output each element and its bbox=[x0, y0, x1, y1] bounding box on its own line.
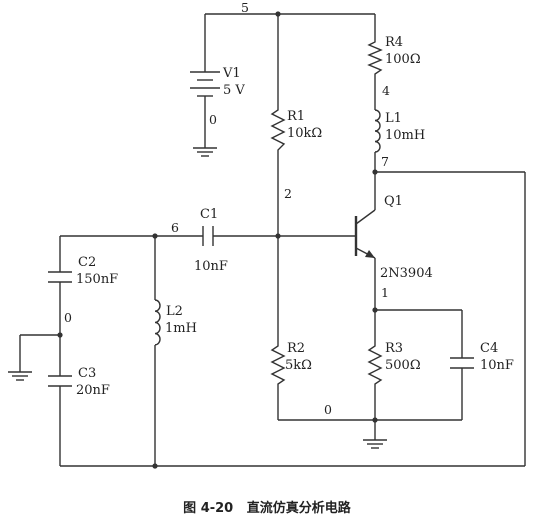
figure-caption: 图 4-20 直流仿真分析电路 bbox=[183, 500, 352, 516]
label-c1-name: C1 bbox=[200, 207, 218, 222]
label-l1-value: 10mH bbox=[385, 128, 425, 143]
transistor-q1-symbol bbox=[354, 196, 376, 259]
node-label-0-v1: 0 bbox=[209, 112, 217, 127]
ground-icon-v1 bbox=[193, 147, 217, 157]
capacitor-c4-symbol bbox=[450, 357, 474, 369]
label-c3-value: 20nF bbox=[76, 383, 110, 398]
node-label-6: 6 bbox=[171, 220, 179, 235]
label-r2-name: R2 bbox=[287, 341, 305, 356]
resistor-r4-symbol bbox=[367, 38, 383, 80]
label-c1-value: 10nF bbox=[194, 259, 228, 274]
node-label-0-bottom: 0 bbox=[324, 402, 332, 417]
label-q1-value: 2N3904 bbox=[380, 266, 433, 281]
label-r2-value: 5kΩ bbox=[285, 358, 312, 373]
label-c4-value: 10nF bbox=[480, 358, 514, 373]
node-label-4: 4 bbox=[382, 83, 390, 98]
ground-icon-bottom bbox=[363, 439, 387, 449]
inductor-l2-symbol bbox=[154, 299, 161, 346]
label-l2-name: L2 bbox=[166, 304, 183, 319]
node-label-2: 2 bbox=[284, 186, 292, 201]
emitter-arrow-icon bbox=[365, 250, 375, 258]
wires bbox=[19, 13, 526, 467]
label-c2-value: 150nF bbox=[76, 272, 118, 287]
battery-v1-symbol bbox=[190, 71, 220, 104]
node-label-7: 7 bbox=[381, 154, 389, 169]
label-r1-name: R1 bbox=[287, 109, 305, 124]
label-r4-name: R4 bbox=[385, 35, 403, 50]
label-r1-value: 10kΩ bbox=[287, 126, 322, 141]
ground-icon-left bbox=[8, 371, 32, 381]
resistor-r2-symbol bbox=[270, 342, 286, 390]
label-r3-value: 500Ω bbox=[385, 358, 421, 373]
label-l1-name: L1 bbox=[385, 111, 402, 126]
label-r3-name: R3 bbox=[385, 341, 403, 356]
label-c3-name: C3 bbox=[78, 366, 96, 381]
label-r4-value: 100Ω bbox=[385, 52, 421, 67]
label-c2-name: C2 bbox=[78, 255, 96, 270]
resistor-r1-symbol bbox=[270, 105, 286, 157]
label-v1-value: 5 V bbox=[223, 83, 245, 98]
capacitor-c2-symbol bbox=[48, 271, 72, 283]
node-label-1: 1 bbox=[381, 285, 389, 300]
inductor-l1-symbol bbox=[374, 109, 381, 153]
capacitor-c1-symbol bbox=[202, 226, 214, 246]
label-c4-name: C4 bbox=[480, 341, 498, 356]
node-label-5: 5 bbox=[241, 0, 249, 15]
label-q1-name: Q1 bbox=[384, 194, 403, 209]
capacitor-c3-symbol bbox=[48, 375, 72, 387]
junctions bbox=[57, 11, 378, 469]
label-v1-name: V1 bbox=[222, 66, 241, 81]
resistor-r3-symbol bbox=[367, 342, 383, 390]
label-l2-value: 1mH bbox=[165, 321, 197, 336]
node-label-0-left: 0 bbox=[64, 310, 72, 325]
